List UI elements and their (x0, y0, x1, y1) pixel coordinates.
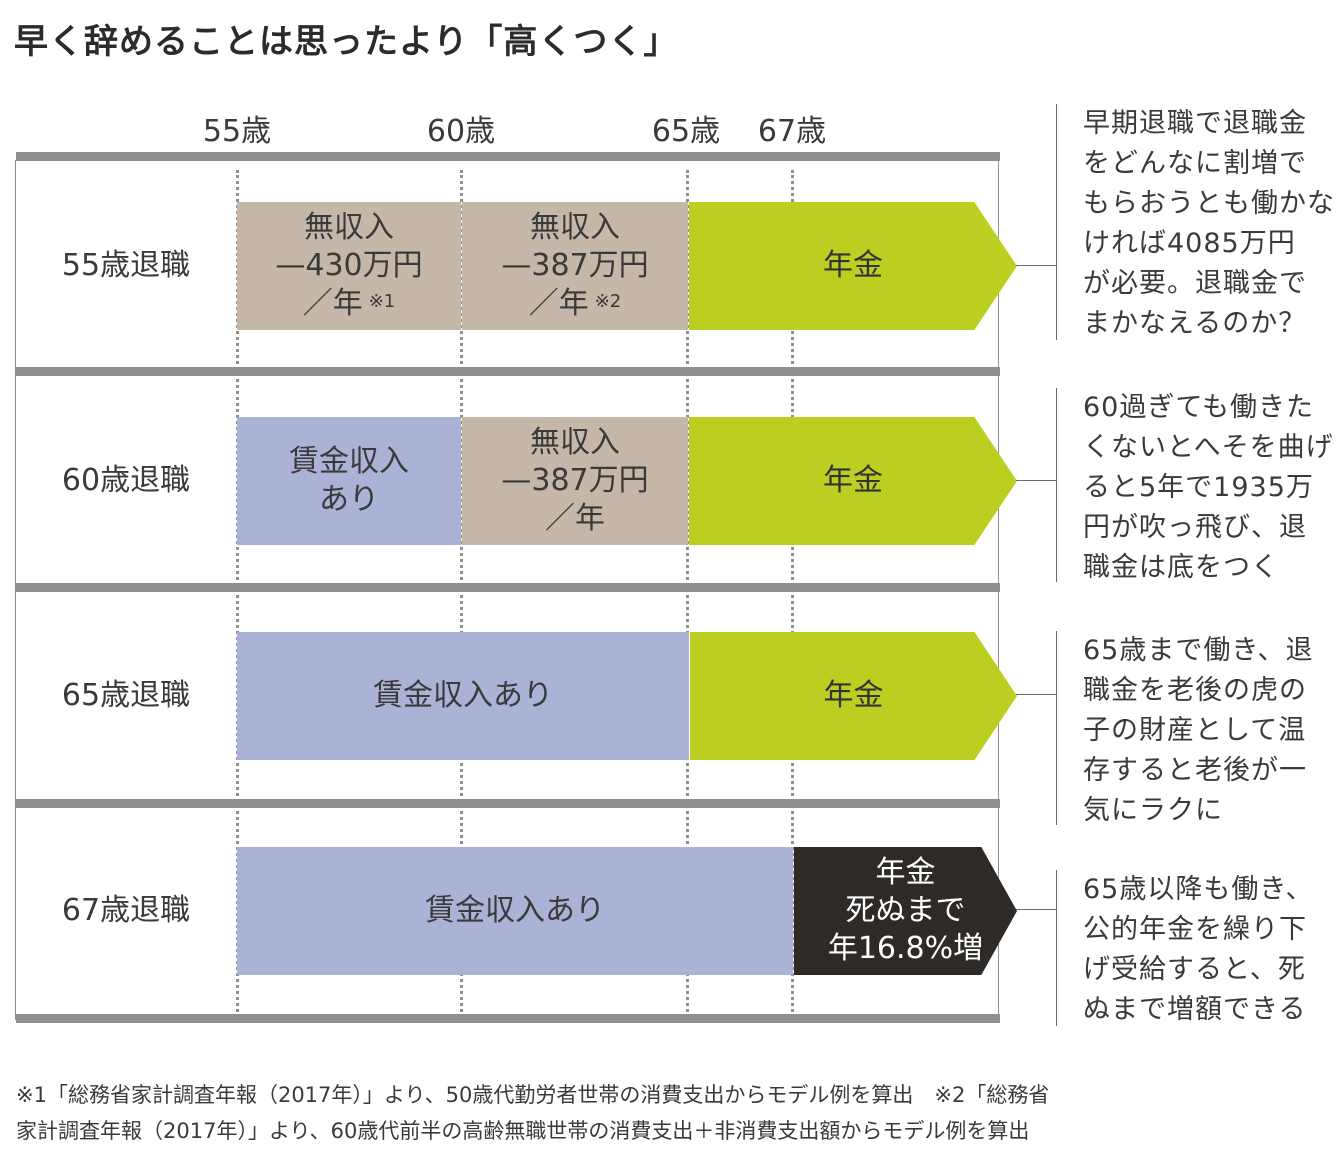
block-line: ／年※1 (303, 285, 396, 323)
row-label-60-retire: 60歳退職 (61, 463, 191, 498)
note-67-retire: 65歳以降も働き、 公的年金を繰り下 げ受給すると、死 ぬまで増額できる (1056, 870, 1336, 1026)
age-gridline-55 (236, 170, 239, 1018)
frame-left-border (15, 160, 16, 1020)
note-line: げ受給すると、死 (1083, 954, 1306, 985)
note-line: 気にラクに (1083, 795, 1223, 826)
footnote-line: 家計調査年報（2017年）」より、60歳代前半の高齢無職世帯の消費支出＋非消費支… (16, 1119, 1030, 1143)
pension-arrow: 年金 (689, 417, 1017, 545)
row-divider-bar (16, 1014, 1000, 1023)
block-line: ／年※2 (529, 285, 622, 323)
note-line: もらおうとも働かな (1083, 188, 1335, 219)
footnote-mark: ※1 (368, 291, 396, 312)
footnote-line: ※1「総務省家計調査年報（2017年）」より、50歳代勤労者世帯の消費支出からモ… (16, 1083, 1050, 1107)
no-income-block: 無収入 —430万円 ／年※1 (237, 202, 461, 330)
pension-line: 年金 (875, 855, 936, 890)
row-label-67-retire: 67歳退職 (61, 893, 191, 928)
block-line: —387万円 (501, 248, 649, 283)
age-label-55: 55歳 (202, 114, 272, 149)
note-65-retire: 65歳まで働き、退 職金を老後の虎の 子の財産として温 存すると老後が一 気にラ… (1056, 631, 1336, 826)
footnote-mark: ※2 (594, 291, 622, 312)
row-label-65-retire: 65歳退職 (61, 678, 191, 713)
pension-increase-arrow: 年金 死ぬまで 年16.8%増 (794, 847, 1017, 975)
note-line: 65歳まで働き、退 (1083, 635, 1314, 666)
note-line: をどんなに割増で (1083, 148, 1307, 179)
no-income-block: 無収入 —387万円 ／年※2 (462, 202, 688, 330)
block-line: あり (319, 482, 379, 517)
pension-line: 年16.8%増 (827, 931, 984, 966)
note-line: 公的年金を繰り下 (1083, 914, 1307, 945)
pension-increase-label: 年金 死ぬまで 年16.8%増 (812, 854, 999, 968)
block-line: 無収入 (530, 210, 620, 245)
note-line: まかなえるのか？ (1083, 308, 1307, 339)
note-line: 65歳以降も働き、 (1083, 874, 1314, 905)
age-label-65: 65歳 (651, 114, 721, 149)
pension-label: 年金 (823, 678, 884, 713)
page-title: 早く辞めることは思ったより「高くつく」 (14, 22, 679, 62)
age-gridline-65 (686, 170, 689, 1018)
note-line: 職金は底をつく (1083, 552, 1279, 583)
note-line: が必要。退職金で (1083, 268, 1307, 299)
block-line-text: ／年 (302, 286, 363, 321)
note-line: くないとへそを曲げ (1083, 432, 1334, 463)
note-line: ければ4085万円 (1083, 228, 1296, 259)
block-line: 賃金収入あり (425, 893, 605, 928)
block-line: 賃金収入 (289, 444, 409, 479)
note-line: 子の財産として温 (1083, 715, 1307, 746)
block-line: ／年 (545, 501, 605, 536)
note-connector-line (1016, 694, 1056, 695)
note-line: ぬまで増額できる (1083, 994, 1307, 1025)
block-line: 無収入 (304, 210, 394, 245)
block-line: 賃金収入あり (373, 678, 553, 713)
note-line: 職金を老後の虎の (1083, 675, 1307, 706)
age-label-67: 67歳 (757, 114, 827, 149)
wage-income-block: 賃金収入あり (237, 632, 689, 760)
row-divider-bar (16, 799, 1000, 808)
row-divider-bar (16, 152, 1000, 161)
note-55-retire: 早期退職で退職金 をどんなに割増で もらおうとも働かな ければ4085万円 が必… (1056, 104, 1336, 340)
pension-label: 年金 (822, 463, 883, 498)
row-label-55-retire: 55歳退職 (61, 248, 191, 283)
pension-arrow: 年金 (690, 632, 1017, 760)
row-divider-bar (16, 583, 1000, 592)
note-line: 存すると老後が一 (1083, 755, 1307, 786)
block-line: 無収入 (530, 425, 620, 460)
note-line: 60過ぎても働きた (1083, 392, 1315, 423)
note-line: 早期退職で退職金 (1083, 108, 1307, 139)
note-60-retire: 60過ぎても働きた くないとへそを曲げ ると5年で1935万 円が吹っ飛び、退 … (1056, 388, 1336, 583)
age-gridline-67 (791, 170, 794, 1018)
note-connector-line (1016, 265, 1056, 266)
note-line: ると5年で1935万 (1083, 472, 1314, 503)
block-line-text: ／年 (528, 286, 589, 321)
block-line: —387万円 (501, 463, 649, 498)
row-divider-bar (16, 367, 1000, 376)
note-line: 円が吹っ飛び、退 (1083, 512, 1307, 543)
note-connector-line (1016, 909, 1056, 910)
wage-income-block: 賃金収入あり (237, 847, 793, 975)
note-connector-line (1016, 480, 1056, 481)
wage-income-block: 賃金収入 あり (237, 417, 461, 545)
age-label-60: 60歳 (426, 114, 496, 149)
pension-arrow: 年金 (689, 202, 1017, 330)
block-line: —430万円 (275, 248, 423, 283)
no-income-block: 無収入 —387万円 ／年 (462, 417, 688, 545)
pension-label: 年金 (822, 248, 883, 283)
age-gridline-60 (460, 170, 463, 1018)
pension-line: 死ぬまで (845, 893, 966, 928)
